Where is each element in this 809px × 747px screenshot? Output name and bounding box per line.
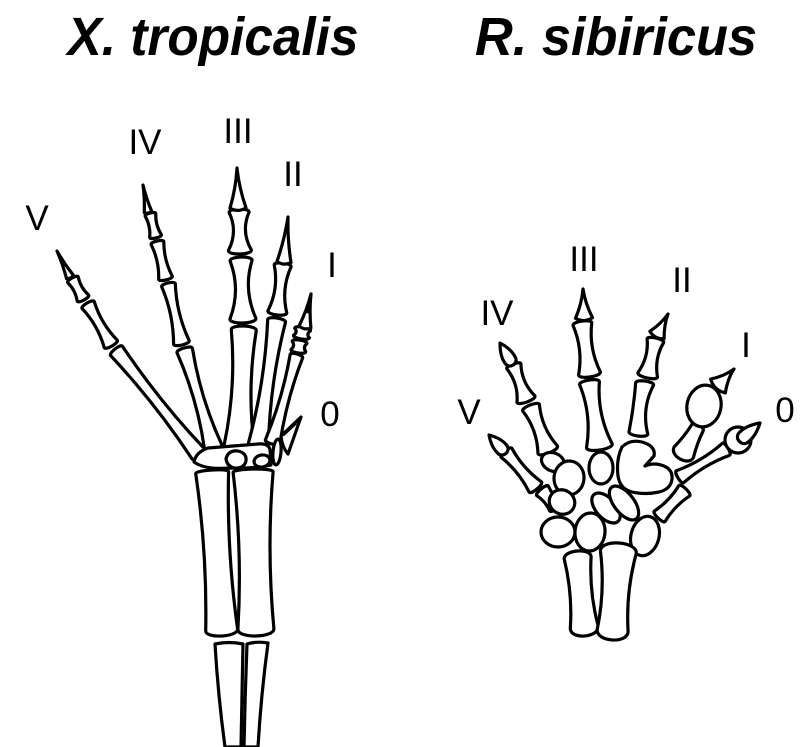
svg-text:R. sibiricus: R. sibiricus: [475, 7, 757, 67]
svg-text:IV: IV: [128, 123, 162, 162]
svg-text:0: 0: [320, 395, 339, 434]
svg-text:0: 0: [775, 391, 794, 430]
svg-text:II: II: [283, 155, 302, 194]
svg-text:I: I: [741, 326, 751, 365]
svg-text:X. tropicalis: X. tropicalis: [65, 7, 359, 67]
svg-text:III: III: [223, 112, 252, 151]
svg-text:IV: IV: [480, 294, 514, 333]
svg-text:II: II: [672, 261, 691, 300]
svg-text:V: V: [25, 199, 49, 238]
svg-text:V: V: [457, 393, 481, 432]
svg-text:III: III: [569, 240, 598, 279]
svg-text:I: I: [327, 246, 337, 285]
